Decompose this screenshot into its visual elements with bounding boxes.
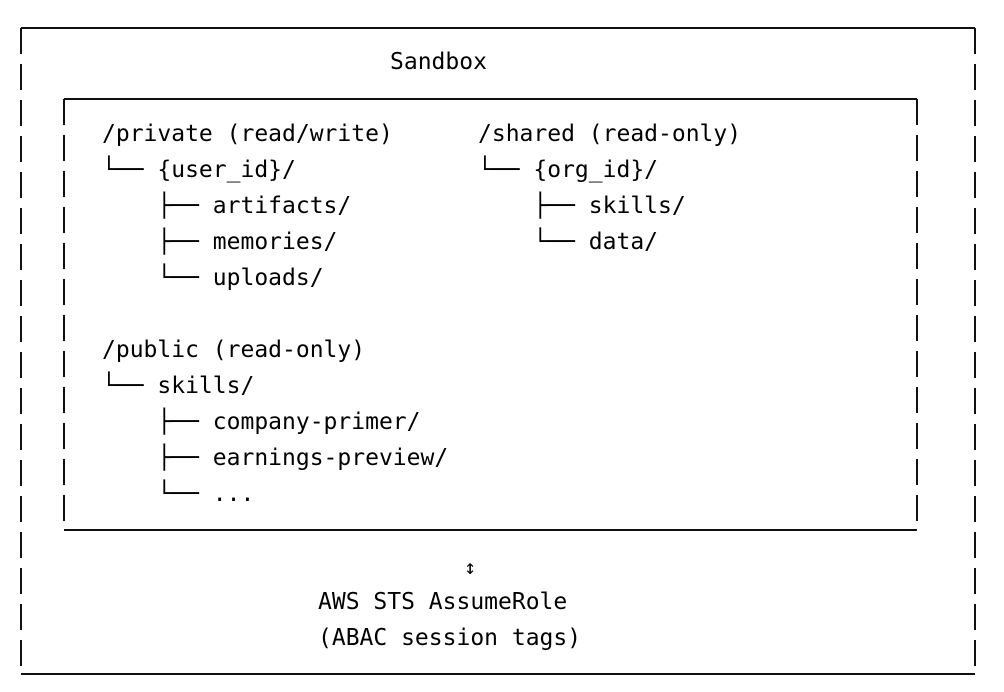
tree-line: ├── company-primer/ [102,407,421,435]
shared-tree: /shared (read-only) └── {org_id}/ ├── sk… [478,121,741,255]
public-tree: /public (read-only) └── skills/ ├── comp… [102,337,448,507]
public-header: /public (read-only) [102,337,365,363]
tree-line: ├── skills/ [478,191,686,219]
filesystem-frame [63,98,918,531]
auth-line-1: AWS STS AssumeRole [318,589,567,615]
tree-line: ├── artifacts/ [102,191,351,219]
tree-line: └── {org_id}/ [478,155,658,183]
tree-line: └── uploads/ [102,263,324,291]
sandbox-title: Sandbox [390,49,487,75]
sandbox-frame [20,27,976,675]
up-down-arrow-icon: ↕ [464,555,476,579]
private-header: /private (read/write) [102,121,393,147]
auth-line-2: (ABAC session tags) [318,625,581,651]
shared-header: /shared (read-only) [478,121,741,147]
private-tree: /private (read/write) └── {user_id}/ ├──… [102,121,393,291]
tree-line: └── {user_id}/ [102,155,296,183]
tree-line: ├── memories/ [102,227,337,255]
tree-line: └── skills/ [102,371,254,399]
tree-line: ├── earnings-preview/ [102,443,448,471]
tree-line: └── ... [102,479,254,507]
tree-line: └── data/ [478,227,658,255]
